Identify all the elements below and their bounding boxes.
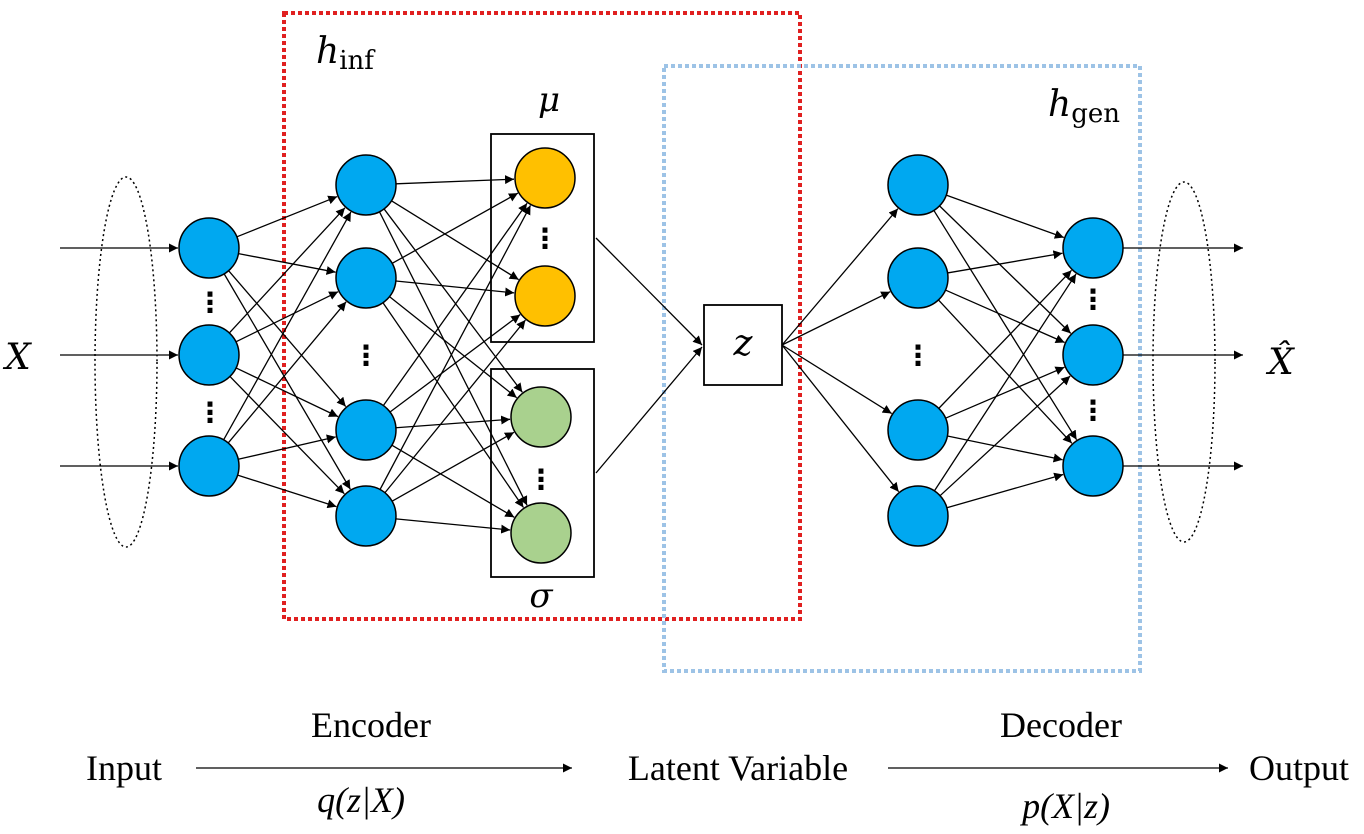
decoder-hidden-neuron [887, 485, 949, 547]
decoder-edge [938, 269, 1072, 409]
encoder-hidden-neuron [335, 154, 397, 216]
sigma-neuron [510, 502, 572, 564]
input-neuron [178, 324, 240, 386]
output-neuron [1062, 217, 1124, 279]
encoder-edge [389, 296, 518, 399]
decoder-edge [946, 472, 1064, 509]
encoder-edge [391, 444, 515, 518]
encoder-hidden-neuron [335, 485, 397, 547]
ellipsis-input-upper: ⋮ [196, 286, 224, 319]
encoder-edge [223, 273, 351, 490]
encoder-edge [389, 314, 521, 413]
z-to-decoder-edge [781, 344, 900, 493]
decoder-edge [939, 375, 1071, 497]
input-neuron [178, 435, 240, 497]
input-ellipse [94, 176, 158, 548]
decoder-hidden-neuron [887, 399, 949, 461]
encoder-edge [384, 319, 526, 494]
encoder-edge [238, 434, 336, 460]
pipeline-encoder-dist: q(z|X) [317, 780, 405, 820]
input-neuron [178, 217, 240, 279]
encoder-edge [382, 202, 528, 406]
mu-to-z-edge [595, 237, 703, 346]
decoder-edge [933, 273, 1077, 492]
encoder-edge [391, 431, 515, 502]
decoder-edge [947, 435, 1063, 463]
encoder-edge [379, 205, 532, 490]
pipeline-decoder-label: Decoder [1000, 705, 1122, 745]
z-to-decoder-edge [781, 291, 891, 346]
ellipsis-input-lower: ⋮ [196, 396, 224, 429]
encoder-edge [395, 415, 511, 429]
encoder-edge [391, 200, 519, 281]
h-inf-label: hinf [316, 31, 376, 76]
latent-z-box [703, 304, 783, 386]
encoder-edge [238, 252, 336, 275]
decoder-edge [945, 366, 1065, 419]
output-neuron [1062, 435, 1124, 497]
ellipsis-output-lower: ⋮ [1079, 394, 1107, 427]
input-x-label: X [2, 337, 32, 378]
encoder-edge [237, 474, 337, 509]
output-neuron [1062, 324, 1124, 386]
pipeline-latent-label: Latent Variable [628, 748, 848, 788]
sigma-to-z-edge [595, 346, 703, 474]
ellipsis-hidden-decoder: ⋮ [904, 339, 932, 372]
sigma-label: σ [529, 576, 553, 616]
mu-box [490, 133, 595, 343]
decoder-edge [945, 289, 1065, 344]
pipeline-input-label: Input [86, 748, 162, 788]
encoder-edge [235, 367, 339, 418]
encoder-hidden-neuron [335, 247, 397, 309]
encoder-edge [228, 270, 347, 407]
h-gen-label: hgen [1048, 84, 1120, 129]
decoder-edge [933, 210, 1078, 441]
neurons [178, 147, 1124, 564]
generative-network-box [662, 64, 1142, 673]
decoder-hidden-neuron [887, 247, 949, 309]
z-to-decoder-edge [781, 344, 893, 415]
mu-neuron [514, 265, 576, 327]
inference-network-box [282, 11, 802, 621]
encoder-edge [227, 301, 347, 444]
encoder-hidden-neuron [335, 399, 397, 461]
encoder-edge [378, 211, 528, 506]
ellipsis-output-upper: ⋮ [1079, 283, 1107, 316]
encoder-edge [382, 302, 524, 508]
pipeline-output-label: Output [1249, 748, 1349, 788]
encoder-edge [383, 208, 523, 393]
decoder-edge [939, 205, 1072, 334]
sigma-box [490, 368, 595, 578]
pipeline-decoder-dist: p(X|z) [1019, 786, 1110, 826]
sigma-neuron [510, 386, 572, 448]
encoder-edge [223, 211, 352, 441]
latent-z-label: z [733, 323, 754, 364]
decoder-edge [937, 299, 1073, 444]
encoder-edge [229, 376, 345, 495]
encoder-edge [395, 518, 511, 534]
encoder-edge [235, 291, 339, 343]
mu-neuron [514, 147, 576, 209]
decoder-edge [947, 250, 1063, 274]
ellipsis-sigma: ⋮ [527, 463, 555, 496]
decoder-edge [946, 194, 1065, 239]
z-to-decoder-edge [781, 208, 899, 346]
encoder-edge [391, 192, 519, 264]
encoder-edge [228, 207, 346, 334]
output-xhat-label: X̂ [1265, 340, 1295, 383]
ellipsis-mu: ⋮ [531, 222, 559, 255]
pipeline-encoder-label: Encoder [311, 705, 431, 745]
encoder-edge [395, 280, 515, 297]
ellipsis-hidden-encoder: ⋮ [352, 339, 380, 372]
connections [60, 175, 1243, 534]
output-ellipse [1152, 181, 1216, 543]
mu-label: μ [538, 80, 560, 120]
encoder-edge [236, 195, 338, 238]
encoder-edge [395, 175, 515, 185]
decoder-hidden-neuron [887, 154, 949, 216]
